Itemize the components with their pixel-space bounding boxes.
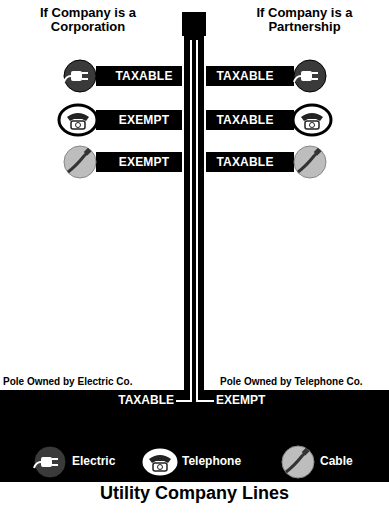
tax-status: EXEMPT [216,394,286,407]
telephone-icon [59,105,97,135]
telephone-icon [293,105,331,135]
ground-band [0,390,389,482]
box-label: TAXABLE [216,113,273,127]
line-type: Telephone [182,455,262,468]
crossarm-box: TAXABLE [96,66,182,86]
telephone-icon [141,447,179,477]
box-label: EXEMPT [119,155,170,169]
crossarm-box: TAXABLE [206,152,294,172]
crossarm-box: EXEMPT [96,110,182,130]
box-label: TAXABLE [216,155,273,169]
pole-body [184,30,204,395]
box-label: EXEMPT [119,113,170,127]
box-label: TAXABLE [216,69,273,83]
line-type: Electric [72,455,142,468]
electric-icon [294,60,326,92]
cable-icon [282,446,314,478]
crossarm-box: TAXABLE [206,110,294,130]
cable-icon [64,146,96,178]
pole-line [197,40,214,401]
crossarm-box: TAXABLE [206,66,294,86]
electric-icon [34,446,66,478]
line-type: Cable [320,455,380,468]
pole-cap [182,12,206,36]
tax-status: TAXABLE [110,394,174,407]
pole-owner-note: Pole Owned by Telephone Co. [220,376,388,387]
crossarm-box: EXEMPT [96,152,182,172]
column-heading: If Company is a Corporation [28,6,148,35]
column-heading: If Company is a Partnership [242,6,367,35]
diagram-title: Utility Company Lines [0,484,389,504]
electric-icon [64,60,96,92]
cable-icon [294,146,326,178]
pole-line [176,40,191,401]
box-label: TAXABLE [115,69,172,83]
pole-owner-note: Pole Owned by Electric Co. [3,376,183,387]
